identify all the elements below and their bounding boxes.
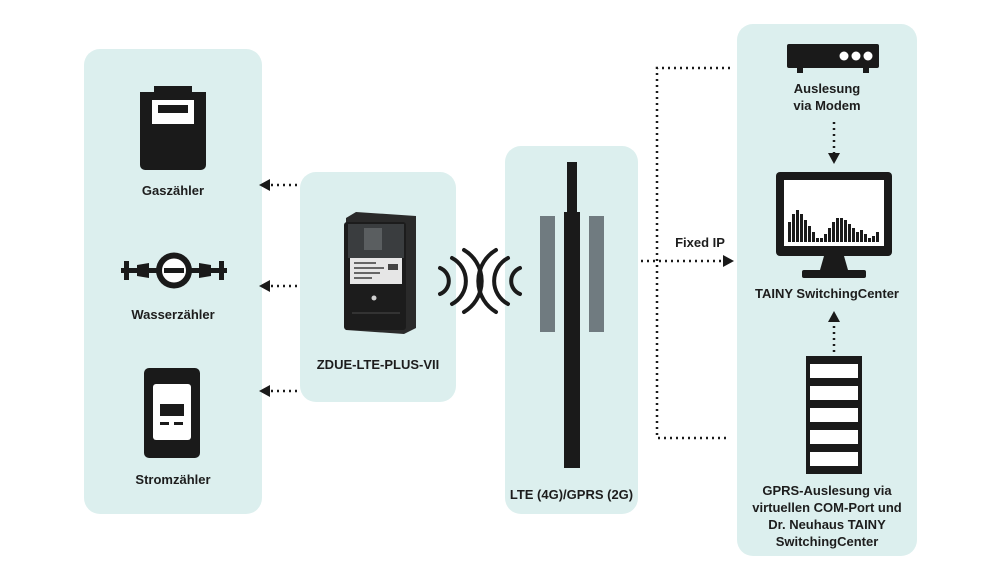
- gas-meter-label: Gaszähler: [141, 183, 205, 198]
- gas-meter-icon: [140, 86, 206, 170]
- server-label: GPRS-Auslesung via virtuellen COM-Port u…: [752, 483, 902, 549]
- modem-link-line: [655, 66, 730, 440]
- water-meter-icon: [121, 252, 227, 289]
- device-label: ZDUE-LTE-PLUS-VII: [316, 357, 440, 372]
- radio-waves-icon: [438, 248, 522, 314]
- water-meter-label: Wasserzähler: [131, 307, 215, 322]
- server-up-arrowhead: [828, 311, 840, 322]
- gas-arrowhead: [259, 179, 270, 191]
- smart-meter-gateway-icon: [344, 212, 416, 334]
- water-arrowhead: [259, 280, 270, 292]
- modem-label: Auslesung via Modem: [793, 81, 861, 113]
- antenna-mast-icon: [540, 162, 604, 468]
- server-rack-icon: [806, 356, 862, 474]
- electric-meter-icon: [144, 368, 200, 458]
- electric-meter-label: Stromzähler: [135, 472, 211, 487]
- modem-icon: [787, 44, 879, 73]
- fixed-ip-arrowhead: [723, 255, 734, 267]
- tower-label: LTE (4G)/GPRS (2G): [509, 487, 634, 502]
- monitor-label: TAINY SwitchingCenter: [755, 286, 899, 301]
- fixed-ip-label: Fixed IP: [675, 235, 725, 250]
- monitor-chart-icon: [776, 172, 892, 278]
- electric-arrowhead: [259, 385, 270, 397]
- modem-down-arrowhead: [828, 153, 840, 164]
